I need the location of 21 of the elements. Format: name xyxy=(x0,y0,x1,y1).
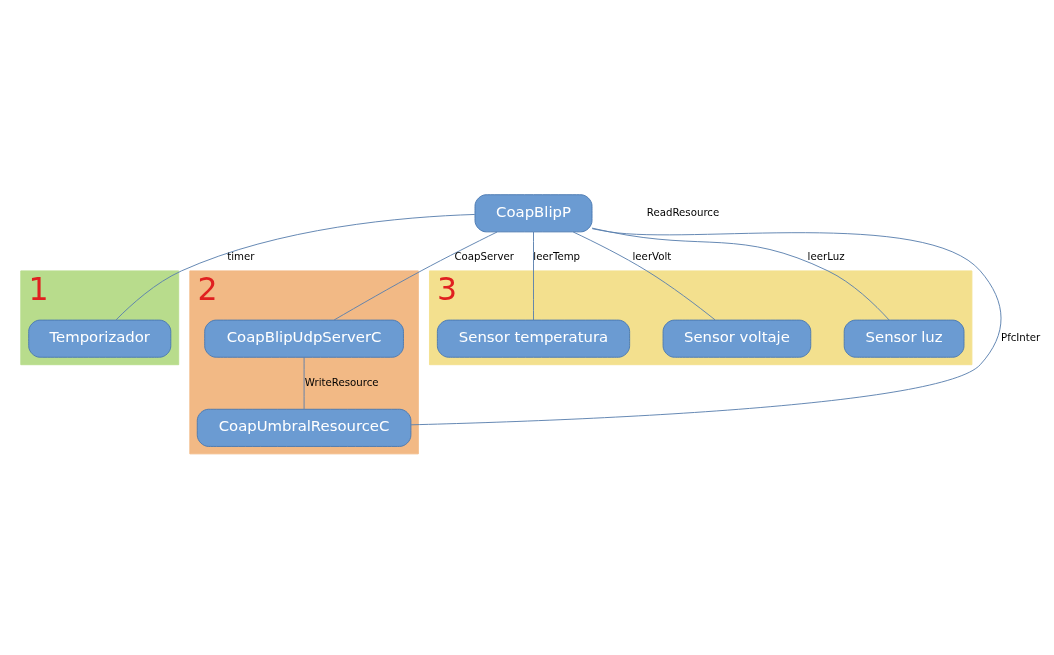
connector xyxy=(115,213,476,320)
edge-label: leerVolt xyxy=(632,250,672,262)
connector xyxy=(533,230,534,321)
edge-label: leerTemp xyxy=(533,250,581,262)
connector xyxy=(303,356,305,409)
connector xyxy=(333,231,498,320)
edge-label: timer xyxy=(227,250,255,262)
node-box: CoapBlipUdpServerC xyxy=(204,319,404,358)
edge-label: leerLuz xyxy=(807,250,845,262)
connector xyxy=(572,231,716,320)
edge-label: WriteResource xyxy=(304,376,379,388)
label: ReadResource xyxy=(646,206,720,218)
node-box: CoapUmbralResourceC xyxy=(196,408,412,447)
node-box: Sensor luz xyxy=(843,319,965,358)
edge-label: CoapServer xyxy=(454,250,515,262)
node-box: CoapBlipP xyxy=(474,193,593,232)
node-box: Sensor temperatura xyxy=(436,319,631,358)
edge-label: PfcInter xyxy=(1001,331,1041,343)
connector xyxy=(410,227,1002,425)
node-box: Sensor voltaje xyxy=(662,319,812,358)
node-box: Temporizador xyxy=(28,319,172,358)
